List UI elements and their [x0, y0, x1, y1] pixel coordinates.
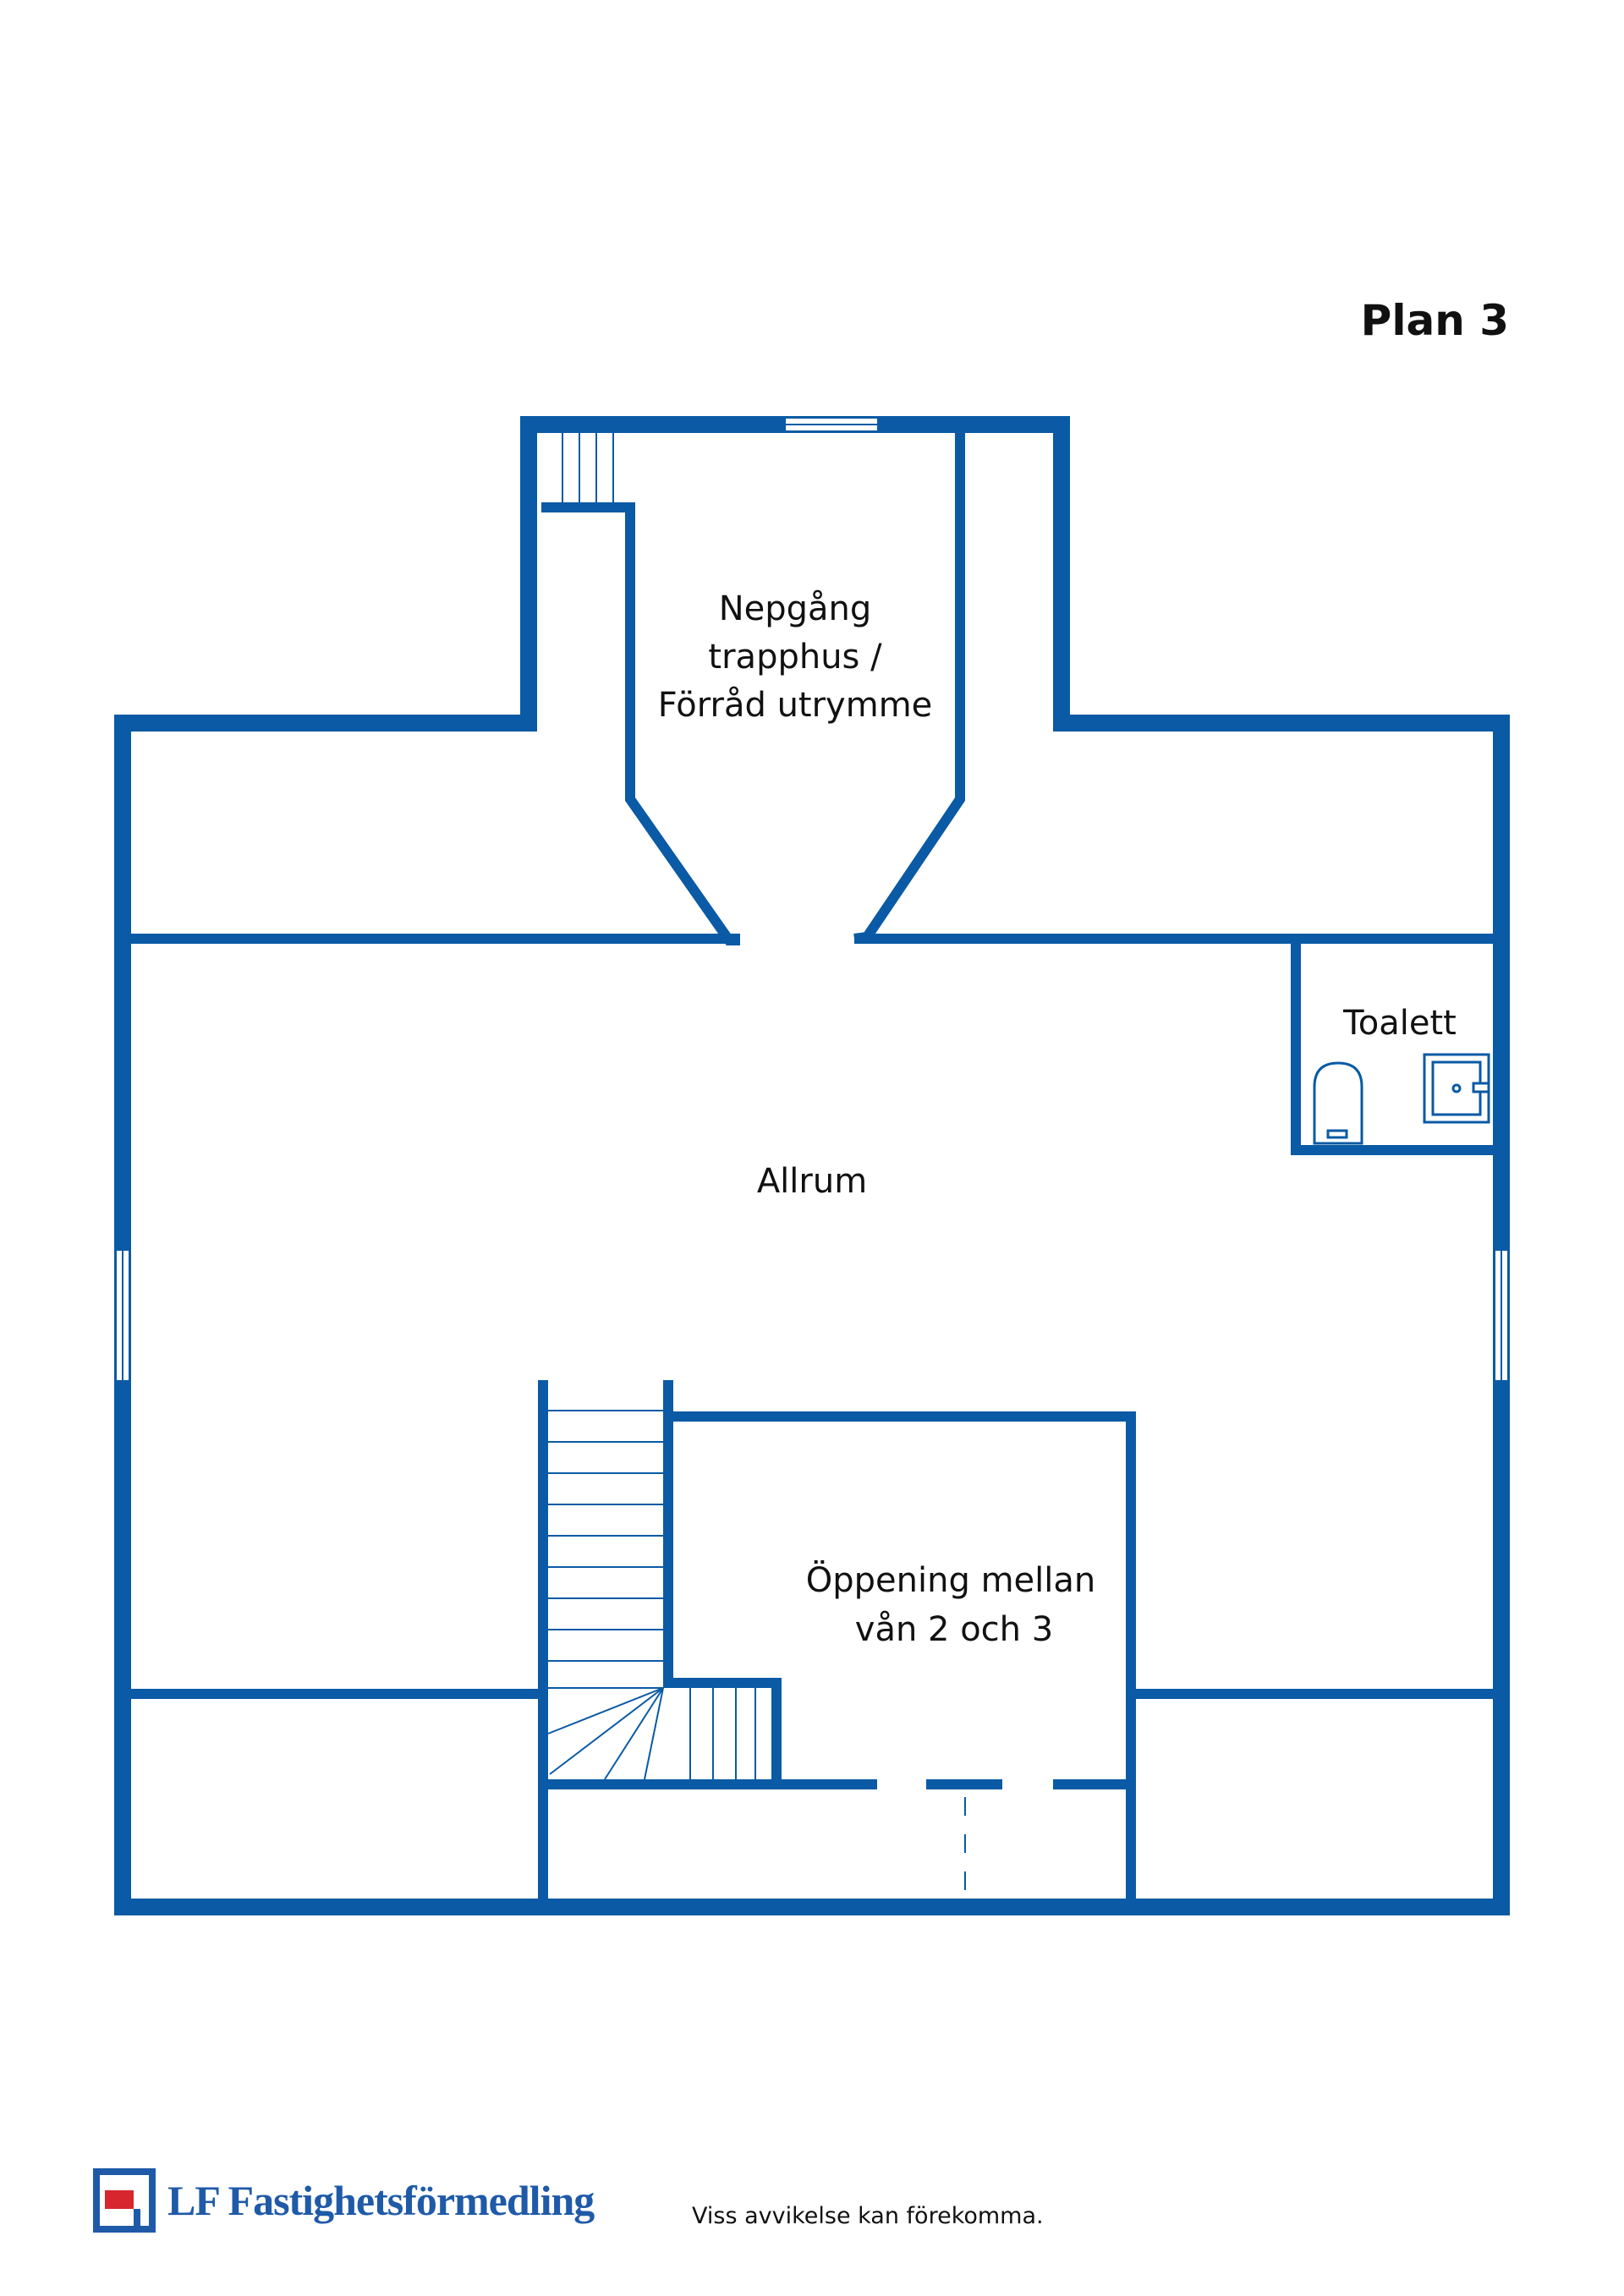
disclaimer: Viss avvikelse kan förekomma.	[692, 2203, 1044, 2229]
room-label-oppening: Öppening mellan	[806, 1559, 1095, 1600]
stairwell-walls	[123, 425, 1501, 945]
toilet-icon	[1313, 1061, 1363, 1145]
room-label-nepgang: Nepgång	[719, 589, 872, 628]
room-label-allrum: Allrum	[757, 1162, 867, 1201]
top-stair	[562, 433, 614, 502]
brand-name: LF Fastighetsförmedling	[167, 2177, 595, 2224]
room-label-nepgang-3: Förråd utrymme	[658, 686, 933, 725]
opening-walls	[123, 1380, 1501, 1907]
toilet-fixtures	[1313, 1053, 1490, 1145]
outer-walls	[114, 416, 1510, 1915]
brand-logo: LF Fastighetsförmedling	[93, 2168, 595, 2233]
logo-mark-icon	[93, 2168, 156, 2233]
main-stair	[547, 1410, 756, 1780]
toilet-room-walls	[1291, 939, 1501, 1155]
plan-title: Plan 3	[1360, 296, 1509, 345]
room-label-toalett: Toalett	[1342, 1004, 1457, 1043]
room-label-oppening-2: vån 2 och 3	[855, 1610, 1053, 1649]
room-label-nepgang-2: trapphus /	[708, 638, 882, 677]
